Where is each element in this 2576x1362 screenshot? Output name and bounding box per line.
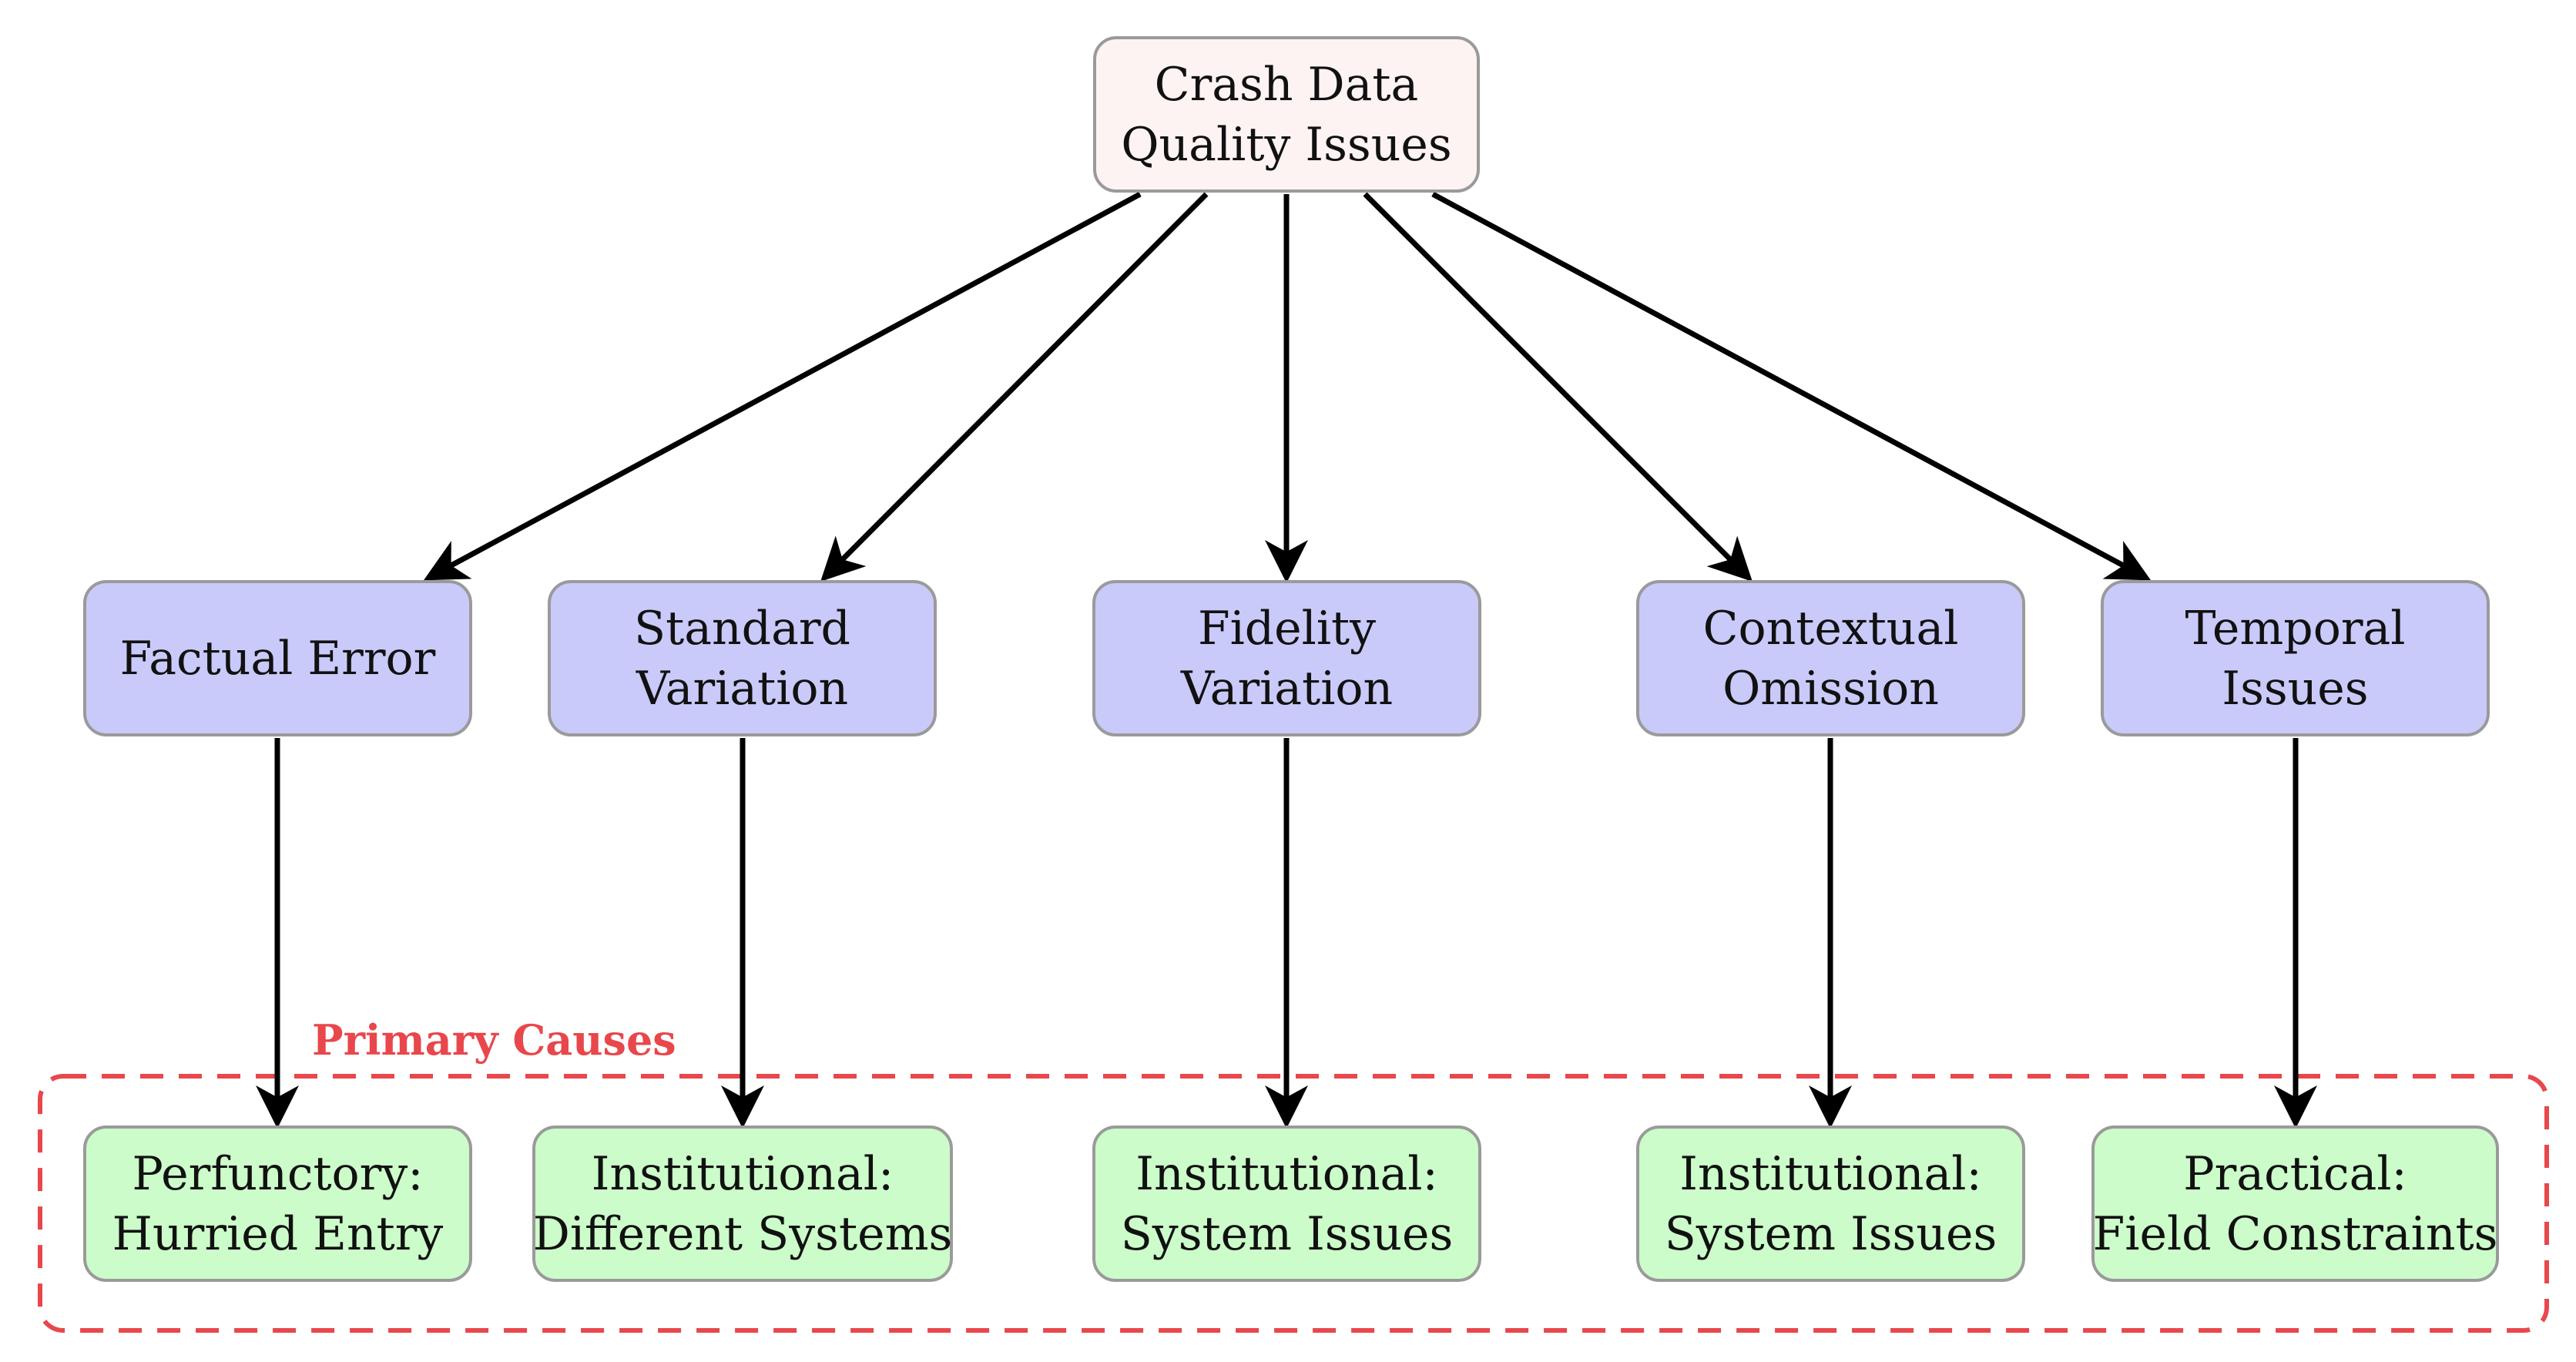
root-node-line-1: Crash Data — [1154, 57, 1419, 112]
primary-causes-label: Primary Causes — [312, 1015, 676, 1065]
cause-node-line-1: Institutional: — [591, 1146, 894, 1201]
category-node-line-1: Factual Error — [119, 631, 436, 686]
arrow-root-to-contextual-omission — [1363, 192, 1753, 582]
category-node-standard-variation: Standard Variation — [548, 580, 937, 736]
category-node-temporal-issues: Temporal Issues — [2101, 580, 2490, 736]
cause-node-perfunctory-hurried-entry: Perfunctory: Hurried Entry — [83, 1125, 472, 1282]
cause-node-practical-field-constraints: Practical: Field Constraints — [2091, 1125, 2499, 1282]
cause-node-line-1: Institutional: — [1135, 1146, 1438, 1201]
primary-causes-region — [38, 1074, 2549, 1333]
category-node-line-1: Temporal — [2185, 601, 2406, 656]
category-node-fidelity-variation: Fidelity Variation — [1092, 580, 1481, 736]
category-node-line-2: Variation — [1180, 661, 1394, 716]
category-node-contextual-omission: Contextual Omission — [1636, 580, 2025, 736]
root-node-crash-data-quality-issues: Crash Data Quality Issues — [1093, 36, 1480, 193]
cause-node-line-2: Field Constraints — [2092, 1206, 2498, 1261]
cause-node-institutional-different-systems: Institutional: Different Systems — [532, 1125, 953, 1282]
arrow-root-to-factual-error — [423, 191, 1142, 581]
category-node-line-2: Issues — [2222, 661, 2369, 716]
cause-node-line-2: System Issues — [1120, 1206, 1454, 1261]
category-node-line-2: Omission — [1722, 661, 1939, 716]
root-node-line-2: Quality Issues — [1121, 117, 1452, 172]
cause-node-line-2: Hurried Entry — [112, 1206, 444, 1261]
category-node-line-1: Standard — [634, 601, 850, 656]
category-node-line-2: Variation — [636, 661, 849, 716]
cause-node-institutional-system-issues: Institutional: System Issues — [1092, 1125, 1481, 1282]
category-node-line-1: Fidelity — [1197, 601, 1377, 656]
cause-node-line-1: Perfunctory: — [132, 1146, 424, 1201]
cause-node-line-1: Practical: — [2183, 1146, 2407, 1201]
arrow-group — [256, 191, 2317, 1129]
cause-node-line-1: Institutional: — [1679, 1146, 1982, 1201]
arrow-root-to-standard-variation — [820, 192, 1209, 582]
category-node-factual-error: Factual Error — [83, 580, 472, 736]
category-node-line-1: Contextual — [1702, 601, 1959, 656]
arrow-root-to-temporal-issues — [1431, 191, 2152, 581]
cause-node-institutional-system-issues-2: Institutional: System Issues — [1636, 1125, 2025, 1282]
cause-node-line-2: System Issues — [1664, 1206, 1997, 1261]
cause-node-line-2: Different Systems — [532, 1206, 953, 1261]
